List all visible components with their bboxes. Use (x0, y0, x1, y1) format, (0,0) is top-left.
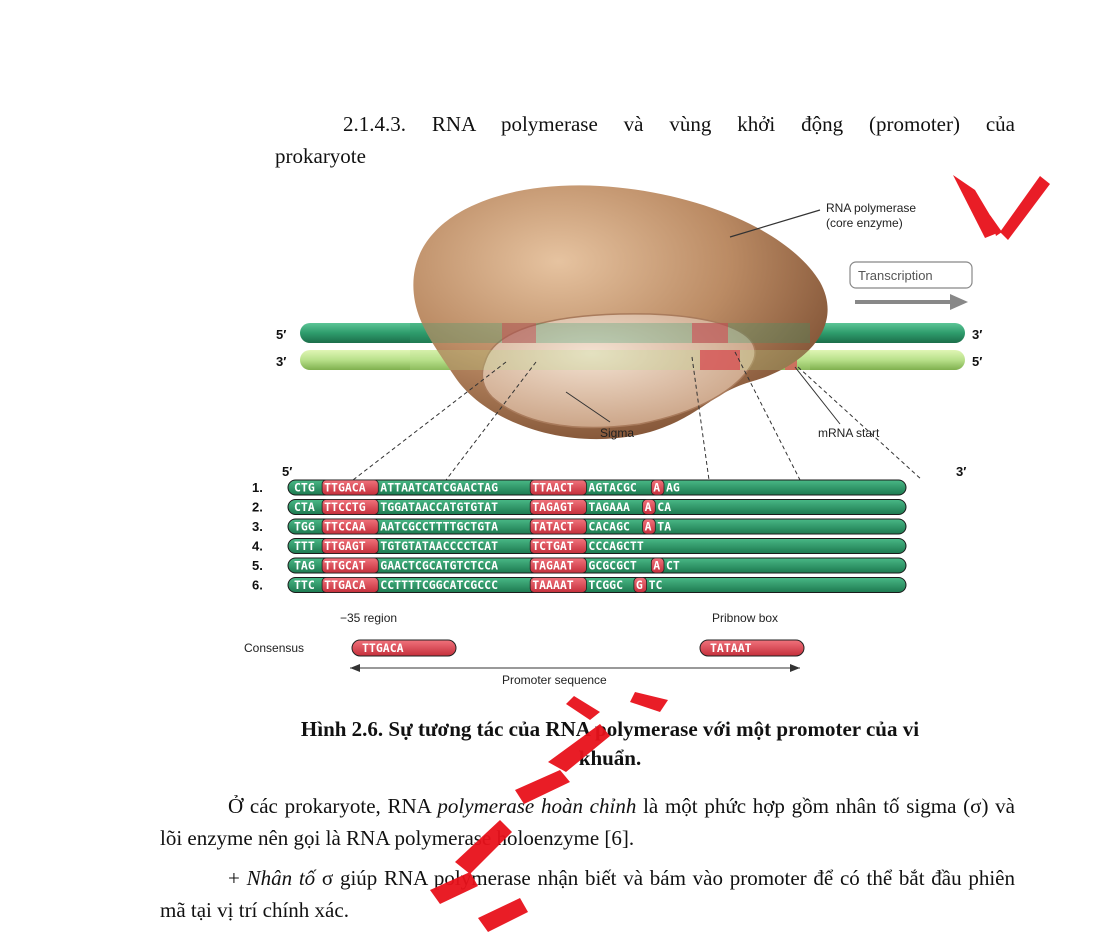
sequence-segment: TGTGTATAACCCCTCAT (380, 539, 498, 553)
sequence-row: 2. CTA TTCCTG TGGATAACCATGTGTAT TAGAGT TAGAAA… (252, 500, 906, 515)
sequence-segment: A (645, 520, 652, 534)
sequence-row: 3. TGG TTCCAA AATCGCCTTTTGCTGTA TATACT CACAGC… (252, 519, 906, 534)
sequence-segment: TTCCAA (324, 520, 366, 534)
consensus-35-seq: TTGACA (362, 641, 404, 655)
sequence-segment: CA (657, 500, 671, 514)
sequence-segment: TA (657, 520, 671, 534)
paragraph-1-text-start: Ở các prokaryote, RNA (228, 794, 437, 818)
sequence-segment: GAACTCGCATGTCTCCA (380, 559, 498, 573)
sequence-segment: TTGCAT (324, 559, 366, 573)
transcription-label: Transcription (858, 268, 933, 283)
sequence-row: 1. CTG TTGACA ATTAATCATCGAACTAG TTAACT AGTACG… (252, 480, 906, 495)
sequence-segment: TTGACA (324, 578, 366, 592)
figure-caption-line-1: Hình 2.6. Sự tương tác của RNA polymeras… (160, 715, 1060, 744)
sequence-segment: TTGACA (324, 481, 366, 495)
sequence-row-number: 5. (252, 558, 263, 573)
sequence-segment: TGGATAACCATGTGTAT (380, 500, 498, 514)
sequence-segment: CCCAGCTT (588, 539, 643, 553)
sequence-segment: TAGAAT (532, 559, 574, 573)
sequence-segment: AATCGCCTTTTGCTGTA (380, 520, 498, 534)
sequence-row: 4. TTT TTGAGT TGTGTATAACCCCTCAT TCTGAT CCCAGC… (252, 539, 906, 554)
sequence-segment: TAGAGT (532, 500, 574, 514)
sequence-segment: TCGGC (588, 578, 623, 592)
sequence-segment: TAGAAA (588, 500, 630, 514)
sequence-segment: G (636, 578, 643, 592)
sequence-segment: CACAGC (588, 520, 630, 534)
rna-polymerase-enzyme (413, 185, 827, 439)
transcription-arrow-icon (855, 294, 968, 310)
pribnow-box-label: Pribnow box (712, 611, 778, 625)
paragraph-sigma-factor: + Nhân tố σ giúp RNA polymerase nhận biế… (160, 862, 1015, 926)
sequence-segment: AGTACGC (588, 481, 637, 495)
sequence-row-number: 3. (252, 519, 263, 534)
sequence-segment: TTC (294, 578, 315, 592)
sequence-row-number: 6. (252, 578, 263, 593)
sequence-row-number: 2. (252, 500, 263, 515)
strand-top-3prime: 3′ (972, 327, 982, 342)
sequence-segment: TTGAGT (324, 539, 366, 553)
consensus-label: Consensus (244, 641, 304, 655)
sequence-segment: A (653, 481, 660, 495)
promoter-sequence-label: Promoter sequence (502, 673, 607, 687)
sequence-segment: TTAACT (532, 481, 574, 495)
sequence-segment: TC (649, 578, 663, 592)
figure-diagram: 5′ 3′ 3′ 5′ RNA polymerase (core enzyme)… (230, 162, 1010, 702)
sequence-segment: TCTGAT (532, 539, 574, 553)
sequence-row-number: 1. (252, 480, 263, 495)
paragraph-2-text-start: + (228, 866, 247, 890)
section-heading-line-1: 2.1.4.3. RNA polymerase và vùng khởi độn… (275, 108, 1015, 140)
core-enzyme-label: (core enzyme) (826, 216, 903, 230)
sequence-segment: A (653, 559, 660, 573)
figure-caption: Hình 2.6. Sự tương tác của RNA polymeras… (160, 715, 1060, 773)
paragraph-holoenzyme: Ở các prokaryote, RNA polymerase hoàn ch… (160, 790, 1015, 854)
sequence-segment: AG (666, 481, 680, 495)
paragraph-2-italic: Nhân tố (247, 866, 316, 890)
sigma-label: Sigma (600, 426, 634, 440)
figure-rna-polymerase-promoter: 5′ 3′ 3′ 5′ RNA polymerase (core enzyme)… (230, 162, 1010, 702)
sequence-segment: TAG (294, 559, 315, 573)
strand-bottom-3prime: 3′ (276, 354, 286, 369)
sequence-segment: TAAAAT (532, 578, 574, 592)
sequence-segment: CT (666, 559, 680, 573)
sequence-segment: CCTTTTCGGCATCGCCC (380, 578, 498, 592)
seq-3prime-label: 3′ (956, 464, 966, 479)
sequence-segment: A (645, 500, 652, 514)
seq-5prime-label: 5′ (282, 464, 292, 479)
figure-caption-line-2: khuẩn. (160, 744, 1060, 773)
strand-top-5prime: 5′ (276, 327, 286, 342)
sequence-segment: ATTAATCATCGAACTAG (380, 481, 498, 495)
sequence-segment: GCGCGCT (588, 559, 637, 573)
sequence-segment: CTA (294, 500, 315, 514)
sequence-row: 5. TAG TTGCAT GAACTCGCATGTCTCCA TAGAAT GCGCGC… (252, 558, 906, 573)
sequence-row-number: 4. (252, 539, 263, 554)
sequence-segment: TTCCTG (324, 500, 366, 514)
sequence-segment: TGG (294, 520, 315, 534)
sequence-segment: CTG (294, 481, 315, 495)
consensus-10-seq: TATAAT (710, 641, 752, 655)
paragraph-1-italic: polymerase hoàn chỉnh (437, 794, 636, 818)
sequence-segment: TTT (294, 539, 315, 553)
strand-bottom-5prime: 5′ (972, 354, 982, 369)
rna-polymerase-label: RNA polymerase (826, 201, 916, 215)
sequence-segment: TATACT (532, 520, 574, 534)
sequence-row: 6. TTC TTGACA CCTTTTCGGCATCGCCC TAAAAT TCGGC G… (252, 578, 906, 593)
region-35-label: −35 region (340, 611, 397, 625)
